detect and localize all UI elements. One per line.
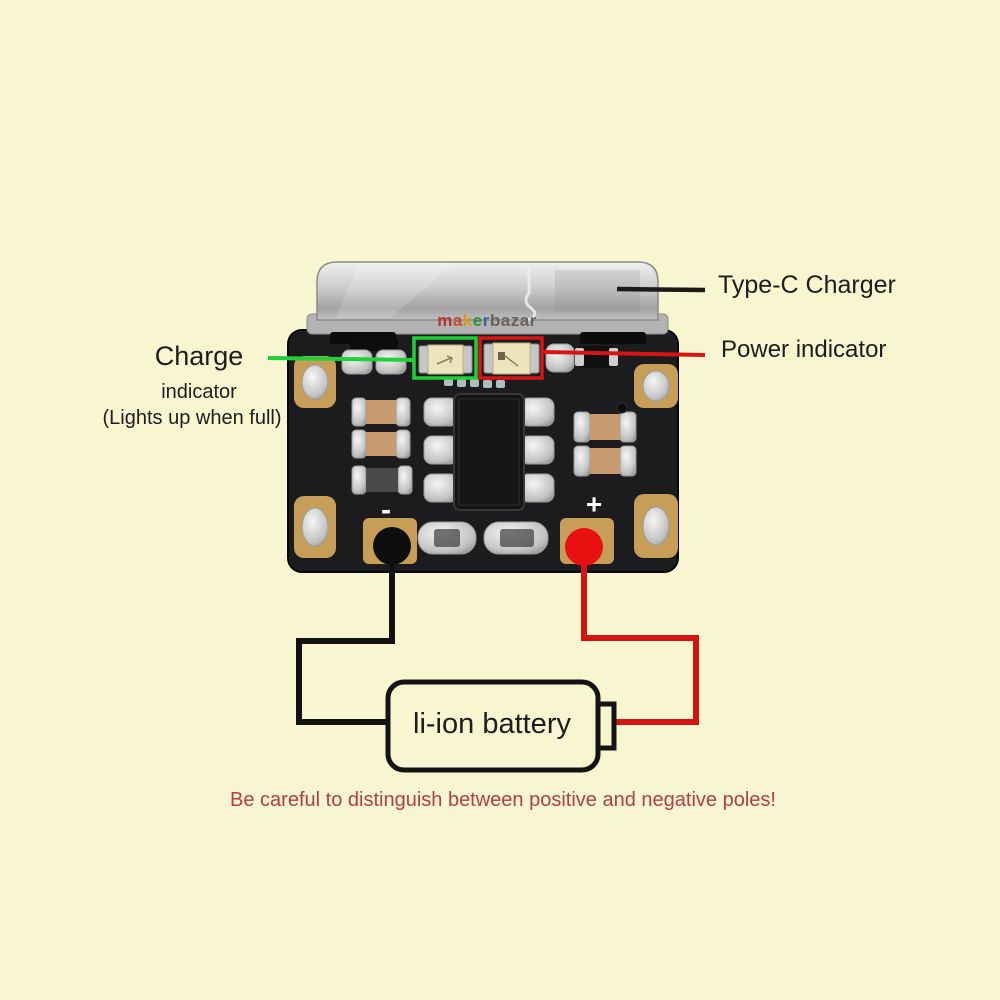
power-indicator-box [478,336,544,380]
label-charge-subtitle: indicator [161,381,237,403]
watermark-letter: r [482,311,490,330]
power-led [483,342,540,375]
label-charge-title: Charge [154,341,244,371]
battery-outline [385,679,601,773]
watermark-letter: m [437,311,453,330]
silkscreen-dashes [444,378,505,388]
label-charge-note: (Lights up when full) [102,407,282,429]
negative-terminal-dot [373,527,411,565]
power-callout-line [542,350,706,357]
bottom-solder-pads [417,521,549,555]
type-c-connector [306,261,669,344]
minus-polarity-mark: - [381,494,391,527]
label-power-indicator: Power indicator [721,336,887,363]
label-li-ion-battery: li-ion battery [413,708,571,740]
label-type-c-charger: Type-C Charger [718,271,896,299]
charge-led [418,344,473,375]
brand-watermark: makerbazar [437,311,537,331]
negative-wire [296,546,395,725]
charge-callout-line [267,356,416,362]
positive-wire [581,547,699,725]
positive-terminal-dot [565,528,603,566]
charger-ic [423,393,555,511]
right-passives [573,402,637,477]
charger-board-photo: - + [287,261,679,573]
battery-symbol [385,679,617,773]
watermark-letter: e [472,311,483,330]
watermark-letter: a [452,311,463,330]
left-passives [351,397,413,495]
plus-polarity-mark: + [586,489,602,520]
corner-pads [294,356,678,558]
type-c-callout-line [616,286,706,293]
polarity-warning-text: Be careful to distinguish between positi… [230,789,776,811]
watermark-word2: bazar [489,311,537,330]
watermark-letter: k [462,311,473,330]
